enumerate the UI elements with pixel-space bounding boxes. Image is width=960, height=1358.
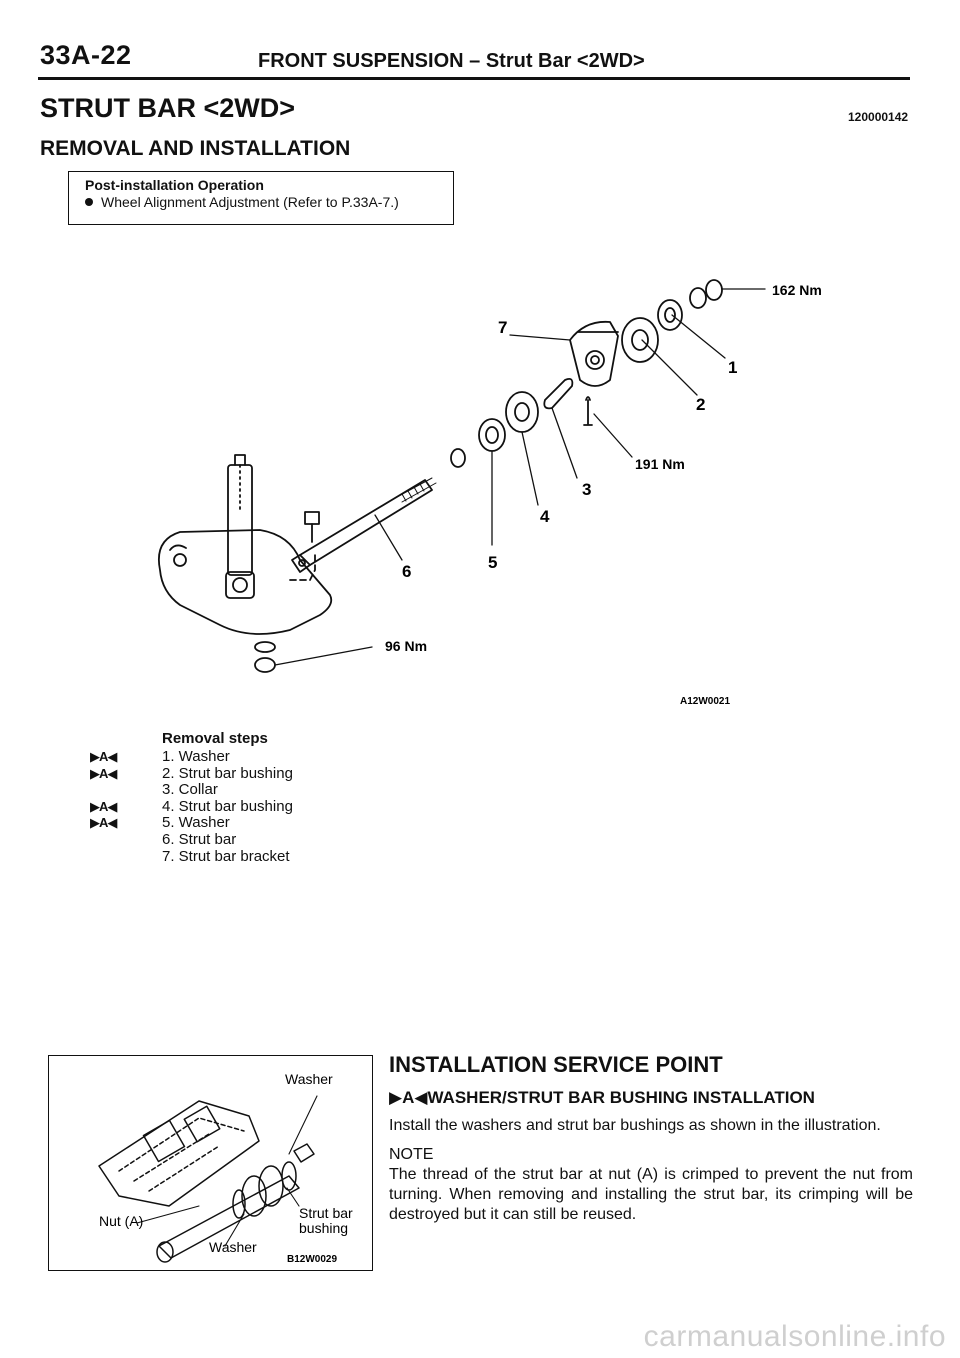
post-installation-heading: Post-installation Operation [85,177,264,193]
torque-label: 162 Nm [772,282,822,298]
list-item: ▶A◀ 1. Washer [90,748,293,766]
service-mark: ▶A◀ [90,798,117,814]
nut-label: Nut (A) [99,1213,143,1229]
post-installation-item-text: Wheel Alignment Adjustment (Refer to P.3… [101,194,399,210]
list-item: 3. Collar [90,782,293,799]
bullet-icon [85,198,93,206]
note-text: The thread of the strut bar at nut (A) i… [389,1166,913,1223]
step-text: 1. Washer [162,748,230,765]
collar-icon [543,377,574,410]
service-mark: ▶A◀ [389,1088,428,1107]
bushing-label: bushing [299,1220,348,1236]
washer-icon [478,418,506,452]
torque-label: 191 Nm [635,456,685,472]
list-item: ▶A◀ 4. Strut bar bushing [90,797,293,816]
installation-service-point: INSTALLATION SERVICE POINT ▶A◀WASHER/STR… [389,1052,913,1234]
page-number: 33A-22 [40,40,132,70]
service-mark [90,782,162,799]
service-text: Install the washers and strut bar bushin… [389,1117,881,1134]
service-mark: ▶A◀ [90,815,117,831]
header-title: FRONT SUSPENSION – Strut Bar <2WD> [258,50,645,72]
post-installation-box: Post-installation Operation Wheel Alignm… [68,171,454,225]
step-text: 5. Washer [162,814,230,832]
shock-absorber-icon [227,464,253,576]
step-text: 3. Collar [162,781,218,799]
step-text: 2. Strut bar bushing [162,764,293,782]
list-item: ▶A◀ 2. Strut bar bushing [90,764,293,783]
header-rule [38,77,910,80]
callout-3: 3 [582,480,591,499]
section-subtitle: REMOVAL AND INSTALLATION [40,137,351,160]
note-heading: NOTE [389,1146,434,1163]
detail-figure-box: Washer Nut (A) Strut bar bushing Washer … [48,1055,373,1271]
bracket-icon [569,320,619,387]
washer-bushing-detail-diagram: Washer Nut (A) Strut bar bushing Washer … [98,1071,353,1265]
callout-5: 5 [488,553,497,572]
removal-steps: Removal steps ▶A◀ 1. Washer ▶A◀ 2. Strut b… [90,729,293,865]
bushing-icon [505,391,539,433]
list-item: 7. Strut bar bracket [90,847,293,866]
section-title: STRUT BAR <2WD> [40,93,296,123]
section-code: 120000142 [848,110,909,124]
list-item: 6. Strut bar [90,830,293,849]
step-text: 4. Strut bar bushing [162,797,293,815]
step-text: 7. Strut bar bracket [162,847,290,865]
service-mark: ▶A◀ [90,765,117,781]
lower-arm-icon [158,529,333,635]
service-subtitle: ▶A◀WASHER/STRUT BAR BUSHING INSTALLATION [389,1088,913,1108]
callout-4: 4 [540,507,550,526]
removal-steps-heading: Removal steps [162,730,268,747]
watermark: carmanualsonline.info [643,1320,946,1353]
figure-code: B12W0029 [287,1254,337,1265]
service-title: INSTALLATION SERVICE POINT [389,1052,723,1077]
callout-6: 6 [402,562,411,581]
service-mark [90,849,162,866]
callout-2: 2 [696,395,705,414]
strut-bar-icon [299,479,433,566]
service-mark [90,832,162,849]
callout-7: 7 [498,318,507,337]
service-mark: ▶A◀ [90,749,117,764]
torque-label: 96 Nm [385,638,427,654]
callout-1: 1 [728,358,737,377]
strut-bar-exploded-diagram: 162 Nm 1 2 191 Nm 3 4 5 6 7 96 Nm A12W00… [158,279,822,707]
list-item: ▶A◀ 5. Washer [90,815,293,832]
washer-label: Washer [285,1071,333,1087]
bushing-label: Strut bar [299,1205,353,1221]
service-subtitle-text: WASHER/STRUT BAR BUSHING INSTALLATION [427,1088,815,1107]
washer-label: Washer [209,1239,257,1255]
figure-code: A12W0021 [680,696,730,707]
step-text: 6. Strut bar [162,830,237,848]
post-installation-item: Wheel Alignment Adjustment (Refer to P.3… [85,194,453,211]
